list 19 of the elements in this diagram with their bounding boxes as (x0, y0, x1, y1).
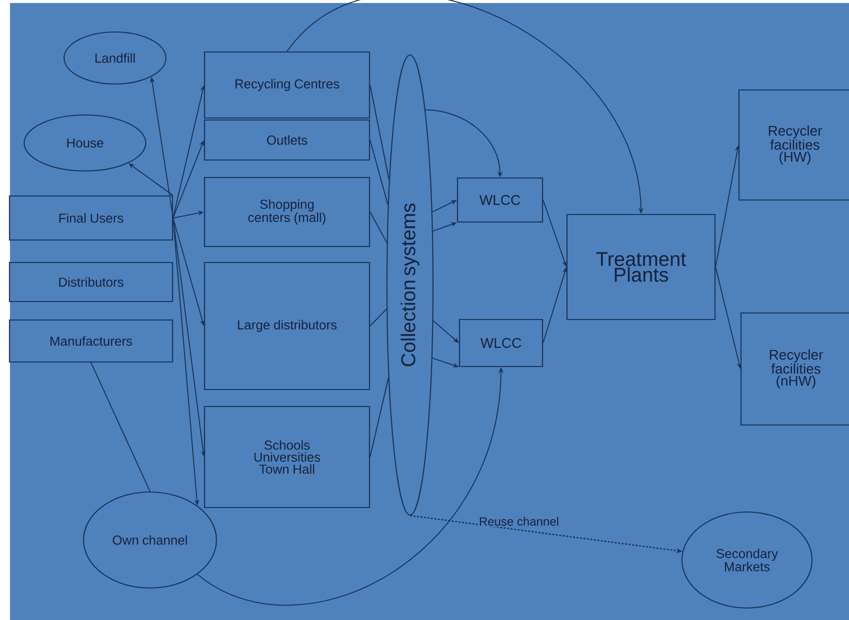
process-box: Recycler facilities (nHW) (740, 312, 849, 426)
process-box: Large distributors (204, 262, 370, 390)
process-box: Recycler facilities (HW) (738, 89, 849, 201)
ellipse-node: Own channel (83, 491, 218, 589)
process-box: Distributors (8, 262, 174, 302)
process-box: Recycling Centres (204, 51, 370, 119)
process-box: Schools Universities Town Hall (204, 406, 370, 508)
ellipse-node: Collection systems (386, 54, 434, 516)
process-box: Treatment Plants (566, 214, 716, 320)
process-box: WLCC (458, 318, 544, 368)
process-box: Outlets (204, 119, 370, 161)
process-box: WLCC (456, 177, 544, 223)
ellipse-node: Secondary Markets (681, 511, 813, 609)
process-box: Final Users (8, 195, 174, 241)
process-box: Shopping centers (mall) (204, 176, 370, 248)
edge-label: Reuse channel (478, 516, 560, 527)
ellipse-node: House (24, 114, 146, 172)
process-box: Manufacturers (8, 319, 174, 363)
ellipse-node: Landfill (64, 31, 166, 85)
